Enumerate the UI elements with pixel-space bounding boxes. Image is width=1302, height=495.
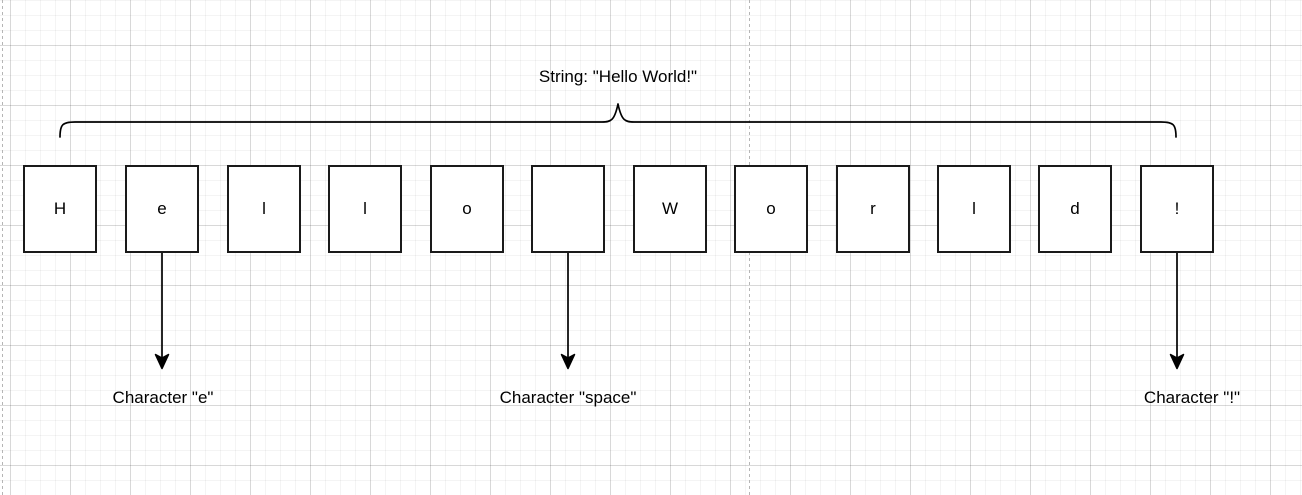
- char-cell-5-space[interactable]: [531, 165, 605, 253]
- char-cell-2-label: l: [262, 199, 266, 218]
- char-cell-8-label: r: [870, 199, 876, 218]
- char-cell-3-label: l: [363, 199, 367, 218]
- arrow-char-e[interactable]: [154, 253, 170, 370]
- string-title[interactable]: String: "Hello World!": [538, 67, 698, 86]
- char-cell-7-label: o: [766, 199, 776, 218]
- annotation-char-e[interactable]: Character "e": [112, 388, 214, 407]
- char-cell-0[interactable]: H: [23, 165, 97, 253]
- char-cell-6[interactable]: W: [633, 165, 707, 253]
- char-cell-10[interactable]: d: [1038, 165, 1112, 253]
- char-cell-1[interactable]: e: [125, 165, 199, 253]
- char-cell-11[interactable]: !: [1140, 165, 1214, 253]
- char-cell-2[interactable]: l: [227, 165, 301, 253]
- char-cell-8[interactable]: r: [836, 165, 910, 253]
- char-cell-6-label: W: [661, 199, 679, 218]
- annotation-char-exclamation[interactable]: Character "!": [1143, 388, 1241, 407]
- char-cell-4[interactable]: o: [430, 165, 504, 253]
- char-cell-11-label: !: [1174, 199, 1180, 218]
- arrow-char-exclamation[interactable]: [1169, 253, 1185, 370]
- char-cell-3[interactable]: l: [328, 165, 402, 253]
- char-cell-10-label: d: [1070, 199, 1080, 218]
- char-cell-1-label: e: [157, 199, 167, 218]
- char-cell-9-label: l: [972, 199, 976, 218]
- char-cell-9[interactable]: l: [937, 165, 1011, 253]
- string-brace[interactable]: [59, 103, 1177, 138]
- char-cell-0-label: H: [53, 199, 67, 218]
- char-cell-4-label: o: [462, 199, 472, 218]
- annotation-char-space[interactable]: Character "space": [499, 388, 637, 407]
- char-cell-7[interactable]: o: [734, 165, 808, 253]
- arrow-char-space[interactable]: [560, 253, 576, 370]
